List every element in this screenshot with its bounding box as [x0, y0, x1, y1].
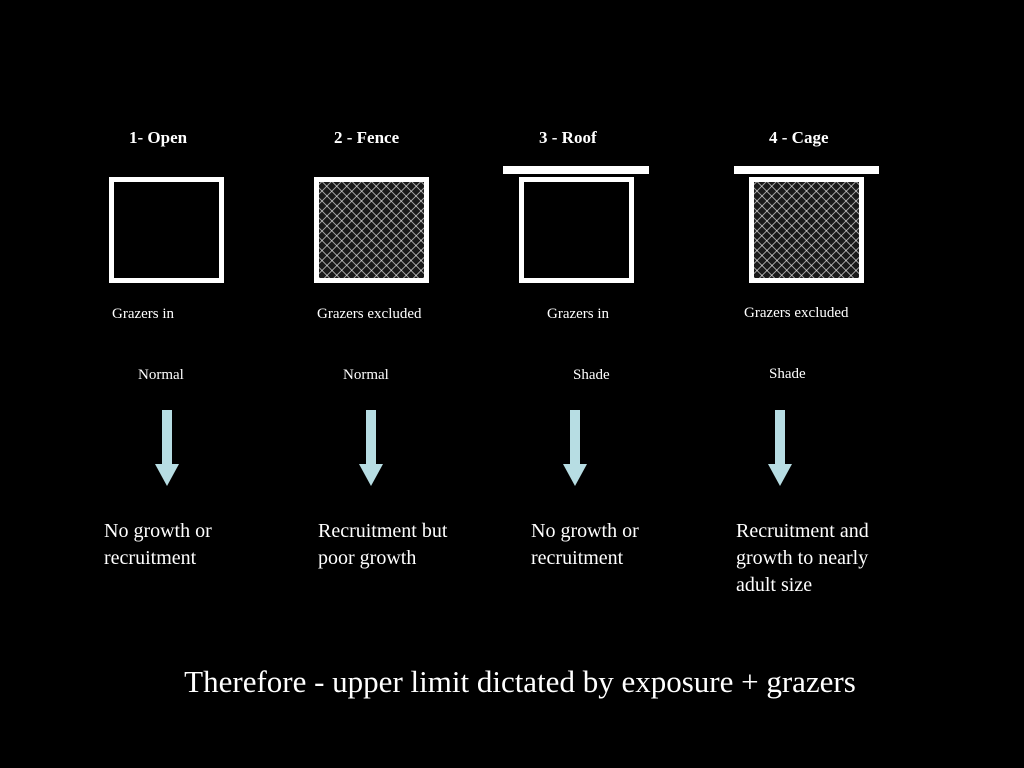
treatment-1-outcome: No growth or recruitment [104, 520, 212, 569]
treatment-4-grazers: Grazers excluded [744, 305, 849, 321]
fence-mesh-square [314, 177, 429, 283]
treatment-1-heading: 1- Open [129, 128, 188, 147]
treatment-2-light: Normal [343, 367, 389, 383]
treatment-2-heading: 2 - Fence [334, 128, 400, 147]
down-arrow-icon [155, 410, 179, 486]
treatment-3-outcome: No growth or recruitment [531, 520, 639, 569]
down-arrow-icon [359, 410, 383, 486]
cage-roof-bar [734, 166, 879, 174]
roof-plot-square [519, 177, 634, 283]
treatment-4-heading: 4 - Cage [769, 128, 829, 147]
down-arrow-icon [563, 410, 587, 486]
treatment-2-outcome: Recruitment but poor growth [318, 520, 448, 569]
treatment-4-outcome: Recruitment and growth to nearly adult s… [736, 520, 869, 596]
down-arrow-icon [768, 410, 792, 486]
treatment-1-light: Normal [138, 367, 184, 383]
conclusion-text: Therefore - upper limit dictated by expo… [184, 664, 856, 699]
treatment-3-heading: 3 - Roof [539, 128, 597, 147]
treatment-3-light: Shade [573, 367, 610, 383]
cage-mesh-square [749, 177, 864, 283]
roof-bar [503, 166, 649, 174]
treatment-3-grazers: Grazers in [547, 306, 610, 322]
open-plot-square [109, 177, 224, 283]
treatment-2-grazers: Grazers excluded [317, 306, 422, 322]
treatment-1-grazers: Grazers in [112, 306, 175, 322]
treatment-4-light: Shade [769, 366, 806, 382]
